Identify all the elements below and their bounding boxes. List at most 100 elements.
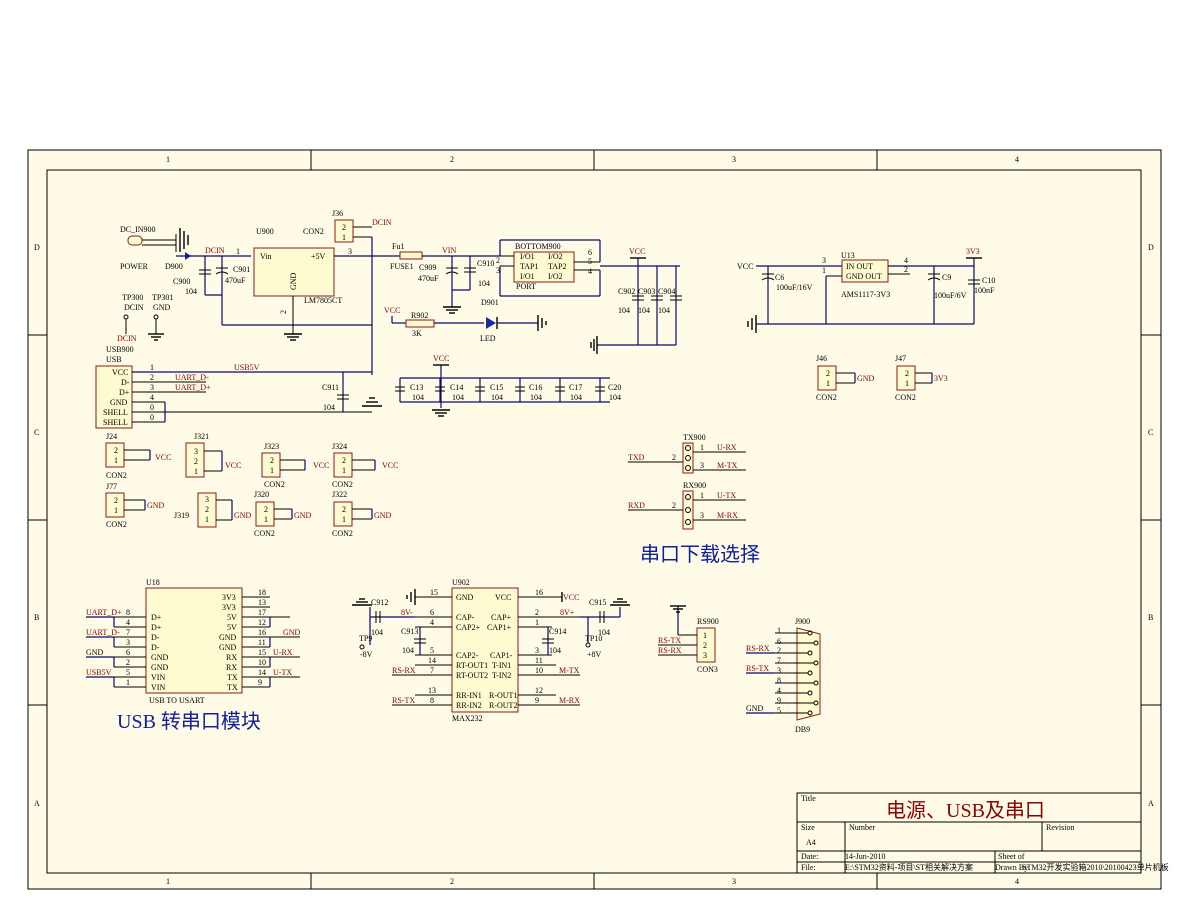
pin-num: 1	[777, 626, 781, 635]
pin-num: 14	[258, 668, 266, 677]
j46-con: CON2	[816, 393, 837, 402]
serial-select-title: 串口下载选择	[640, 543, 760, 566]
ground-icon	[432, 409, 450, 417]
cap-val: 104	[570, 393, 582, 402]
tx900-header	[682, 442, 694, 474]
rs-tx-net: RS-TX	[392, 696, 415, 705]
diode-ref: D900	[165, 262, 183, 271]
max-lpin: RR-IN1	[456, 691, 482, 700]
c10-val: 100nF	[974, 286, 995, 295]
u-rx-net: U-RX	[717, 443, 737, 452]
date-value: 14-Jun-2010	[845, 852, 885, 861]
row-label: C	[34, 428, 39, 437]
pin-num: 2	[270, 456, 274, 465]
pin-num: 7	[126, 628, 130, 637]
j24-connector	[105, 442, 125, 468]
j322-con: CON2	[332, 529, 353, 538]
ground-icon	[284, 333, 302, 341]
pin-num: 2	[904, 265, 908, 274]
pin-num: 3	[703, 651, 707, 660]
port-pin: I/O2	[548, 272, 563, 281]
v8m-net: 8V-	[401, 608, 413, 617]
port-ref: BOTTOM900	[515, 242, 561, 251]
pin-num: 16	[535, 588, 543, 597]
pin-num: 1	[236, 247, 240, 256]
col-label: 2	[450, 155, 454, 164]
con2-label: CON2	[303, 227, 324, 236]
gnd-net: GND	[86, 648, 104, 657]
size-value: A4	[806, 838, 816, 847]
usart-lpin: D+	[151, 613, 162, 622]
row-label: A	[34, 799, 40, 808]
pin-num: 2	[777, 646, 781, 655]
vcc-net: VCC	[433, 354, 449, 363]
usart-title: USB 转串口模块	[117, 710, 261, 733]
reg-gnd: GND	[289, 272, 298, 290]
max-lpin: GND	[456, 593, 474, 602]
max232-name: MAX232	[452, 714, 483, 723]
dcin-red: DCIN	[117, 334, 137, 343]
max-lpin: RT-OUT2	[456, 671, 488, 680]
pin-num: 3	[777, 666, 781, 675]
size-label: Size	[801, 823, 815, 832]
c914-val: 104	[549, 646, 561, 655]
fuse-name: FUSE1	[390, 262, 414, 271]
c913-val: 104	[402, 646, 414, 655]
net-3v3: 3V3	[966, 247, 980, 256]
row-label: D	[34, 243, 40, 252]
c9-val: 100uF/6V	[934, 291, 967, 300]
c914-ref: C914	[549, 627, 566, 636]
pin-num: 2	[672, 453, 676, 462]
j36-dcin: DCIN	[372, 218, 392, 227]
resistor-r902	[405, 319, 435, 328]
ground-icon	[179, 228, 189, 252]
pin-num: 1	[150, 363, 154, 372]
j320-con: CON2	[254, 529, 275, 538]
pin-num: 6	[430, 608, 434, 617]
pin-num: 2	[194, 457, 198, 466]
cap-ref: C15	[490, 383, 503, 392]
max232-chip	[451, 587, 519, 713]
pin-num: 5	[777, 706, 781, 715]
pin-num: 2	[905, 369, 909, 378]
ldo-gnd-out: GND OUT	[846, 272, 882, 281]
pin-num: 6	[126, 648, 130, 657]
cap-ref: C13	[410, 383, 423, 392]
c911-val: 104	[323, 403, 335, 412]
j77-ref: J77	[106, 482, 117, 491]
pin-num: 1	[703, 631, 707, 640]
pin-num: 1	[114, 456, 118, 465]
u-rx-net: U-RX	[273, 648, 293, 657]
j321-connector	[185, 442, 205, 478]
pin-num: 3	[194, 447, 198, 456]
pin-num: 7	[777, 656, 781, 665]
u-tx-net: U-TX	[273, 668, 292, 677]
ldo-in-out: IN OUT	[846, 262, 873, 271]
drawn-by: Drawn By:	[995, 863, 1030, 872]
usb-pin: D-	[121, 378, 130, 387]
usart-ref: U18	[146, 578, 160, 587]
pin-num: 2	[150, 373, 154, 382]
ground-icon	[590, 336, 598, 354]
col-label: 1	[166, 155, 170, 164]
tp300-ref: TP300	[122, 293, 143, 302]
title-label: Title	[801, 794, 816, 803]
usart-rpin: 5V	[227, 613, 237, 622]
j323-net: VCC	[313, 461, 329, 470]
usart-rpin: 3V3	[222, 603, 236, 612]
j323-ref: J323	[264, 442, 279, 451]
pin-num: 1	[822, 266, 826, 275]
pin-num: 10	[535, 666, 543, 675]
usb-ref: USB900	[106, 345, 134, 354]
c911-ref: C911	[322, 383, 339, 392]
fuse-ref: Fu1	[392, 242, 404, 251]
pin-num: 0	[150, 413, 154, 422]
pin-num: 15	[258, 648, 266, 657]
tp301-ref: TP301	[152, 293, 173, 302]
cap-ref: C16	[529, 383, 542, 392]
pin-num: 8	[777, 676, 781, 685]
pin-num: 3	[496, 266, 500, 275]
col-label: 1	[166, 877, 170, 886]
max-rpin: T-IN1	[492, 661, 511, 670]
